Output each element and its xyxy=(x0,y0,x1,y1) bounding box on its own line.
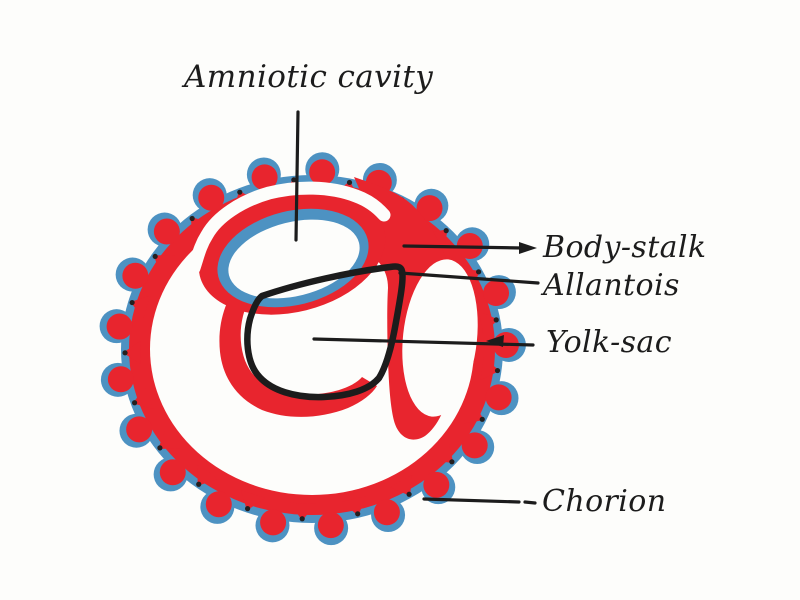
yolk-sac-wall xyxy=(219,279,377,417)
chorion-leader-dash xyxy=(523,500,537,505)
chorion-villus-core xyxy=(122,262,149,289)
villus-notch-mark xyxy=(355,511,361,517)
chorion-notch-spike xyxy=(130,295,151,318)
amniotic-cavity-leader-line xyxy=(294,110,300,242)
chorion-notch-spike xyxy=(132,386,154,409)
chorion-villus-core xyxy=(159,459,186,486)
chorion-notch-spike xyxy=(190,216,212,238)
chorion-villus-core xyxy=(251,164,278,191)
villus-notch-mark xyxy=(129,299,135,306)
villus-notch-mark xyxy=(196,481,202,487)
villus-notch-mark xyxy=(245,506,251,512)
chorion-notch-spike xyxy=(153,255,176,275)
chorion-villus-core xyxy=(485,384,512,411)
villus-notch-mark xyxy=(237,189,243,195)
chorion-villus-core xyxy=(423,471,450,498)
chorion-villus-core xyxy=(126,416,153,443)
chorion-notch-spike xyxy=(478,311,499,334)
chorion-notch-spike xyxy=(123,340,141,365)
chorion-villus-core xyxy=(317,512,344,539)
chorion-villus-core xyxy=(309,159,336,186)
chorion-notch-spike xyxy=(390,475,413,496)
chorion-notch-spike xyxy=(197,464,219,486)
yolk-sac xyxy=(244,263,406,401)
chorion-villus-core xyxy=(153,218,180,245)
villus-notch-mark xyxy=(131,400,138,406)
yolk-sac-outline xyxy=(244,263,406,401)
chorion-notch-spike xyxy=(158,429,180,450)
chorion-villus-core xyxy=(416,195,443,222)
villus-notch-mark xyxy=(122,350,128,356)
label-body-stalk: Body-stalk xyxy=(543,230,707,265)
villus-notch-mark xyxy=(299,516,305,522)
body-stalk-arrowhead xyxy=(519,242,537,254)
chorion-villus-core xyxy=(373,499,400,526)
chorion-leader-line xyxy=(422,497,521,504)
leader-arrowheads xyxy=(486,242,537,347)
chorion-notch-spike xyxy=(431,442,454,464)
villus-notch-mark xyxy=(493,317,499,323)
label-yolk-sac: Yolk-sac xyxy=(546,325,672,360)
villus-notch-mark xyxy=(443,228,449,234)
villus-notch-mark xyxy=(157,445,163,451)
villus-notch-mark xyxy=(449,459,455,465)
chorion-notch-spike xyxy=(341,496,367,516)
allantois-leader-line xyxy=(398,271,540,285)
coelom-window xyxy=(402,259,478,417)
chorion-villus-core xyxy=(198,184,225,211)
label-chorion: Chorion xyxy=(542,484,667,519)
chorion-notch-spike xyxy=(480,357,500,381)
chorion-villus-core xyxy=(205,491,232,518)
villus-notch-mark xyxy=(476,269,482,275)
chorion-villus-core xyxy=(260,509,287,536)
villus-notch-mark xyxy=(494,367,501,374)
chorion-villus-core xyxy=(483,280,510,307)
chorion-villus-core xyxy=(107,366,134,393)
coelom-cleft xyxy=(165,181,391,303)
label-allantois: Allantois xyxy=(543,268,680,303)
chorion-notch-spike xyxy=(290,502,316,521)
chorion-villus-core xyxy=(461,432,488,459)
chorion-notch-spike xyxy=(240,490,266,511)
villus-notch-mark xyxy=(291,177,297,183)
yolk-sac-arrowhead xyxy=(486,335,504,347)
villus-notch-mark xyxy=(152,253,158,260)
chorion-notch-spike xyxy=(462,402,485,424)
villus-notch-mark xyxy=(189,215,195,222)
villus-notch-mark xyxy=(479,416,485,422)
label-amniotic-cavity: Amniotic cavity xyxy=(184,59,434,95)
villus-notch-mark xyxy=(346,179,353,186)
body-stalk-leader-line xyxy=(402,244,524,250)
chorion-villus-core xyxy=(106,313,133,340)
villus-notch-mark xyxy=(406,491,412,497)
